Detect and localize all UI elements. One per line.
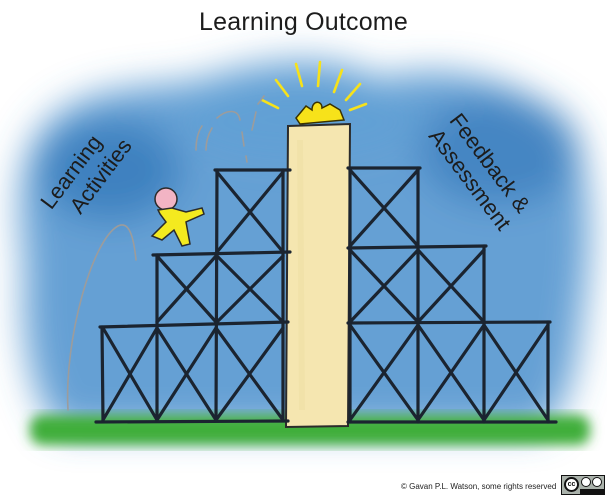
credit-text: © Gavan P.L. Watson, some rights reserve… bbox=[401, 482, 557, 491]
lightbulb-glow bbox=[260, 60, 368, 112]
puzzle-piece-icon bbox=[295, 101, 346, 125]
creative-commons-icon[interactable]: cc bbox=[561, 475, 605, 495]
noncommercial-symbol bbox=[592, 477, 602, 487]
jump-trajectory bbox=[66, 95, 265, 411]
scaffolding bbox=[94, 166, 558, 424]
attribution-symbol bbox=[581, 477, 591, 487]
stick-figure-icon bbox=[150, 187, 205, 247]
license-bar bbox=[580, 489, 604, 494]
cc-symbol: cc bbox=[564, 477, 579, 492]
central-pillar bbox=[284, 122, 352, 429]
diagram-title: Learning Outcome bbox=[199, 8, 408, 36]
